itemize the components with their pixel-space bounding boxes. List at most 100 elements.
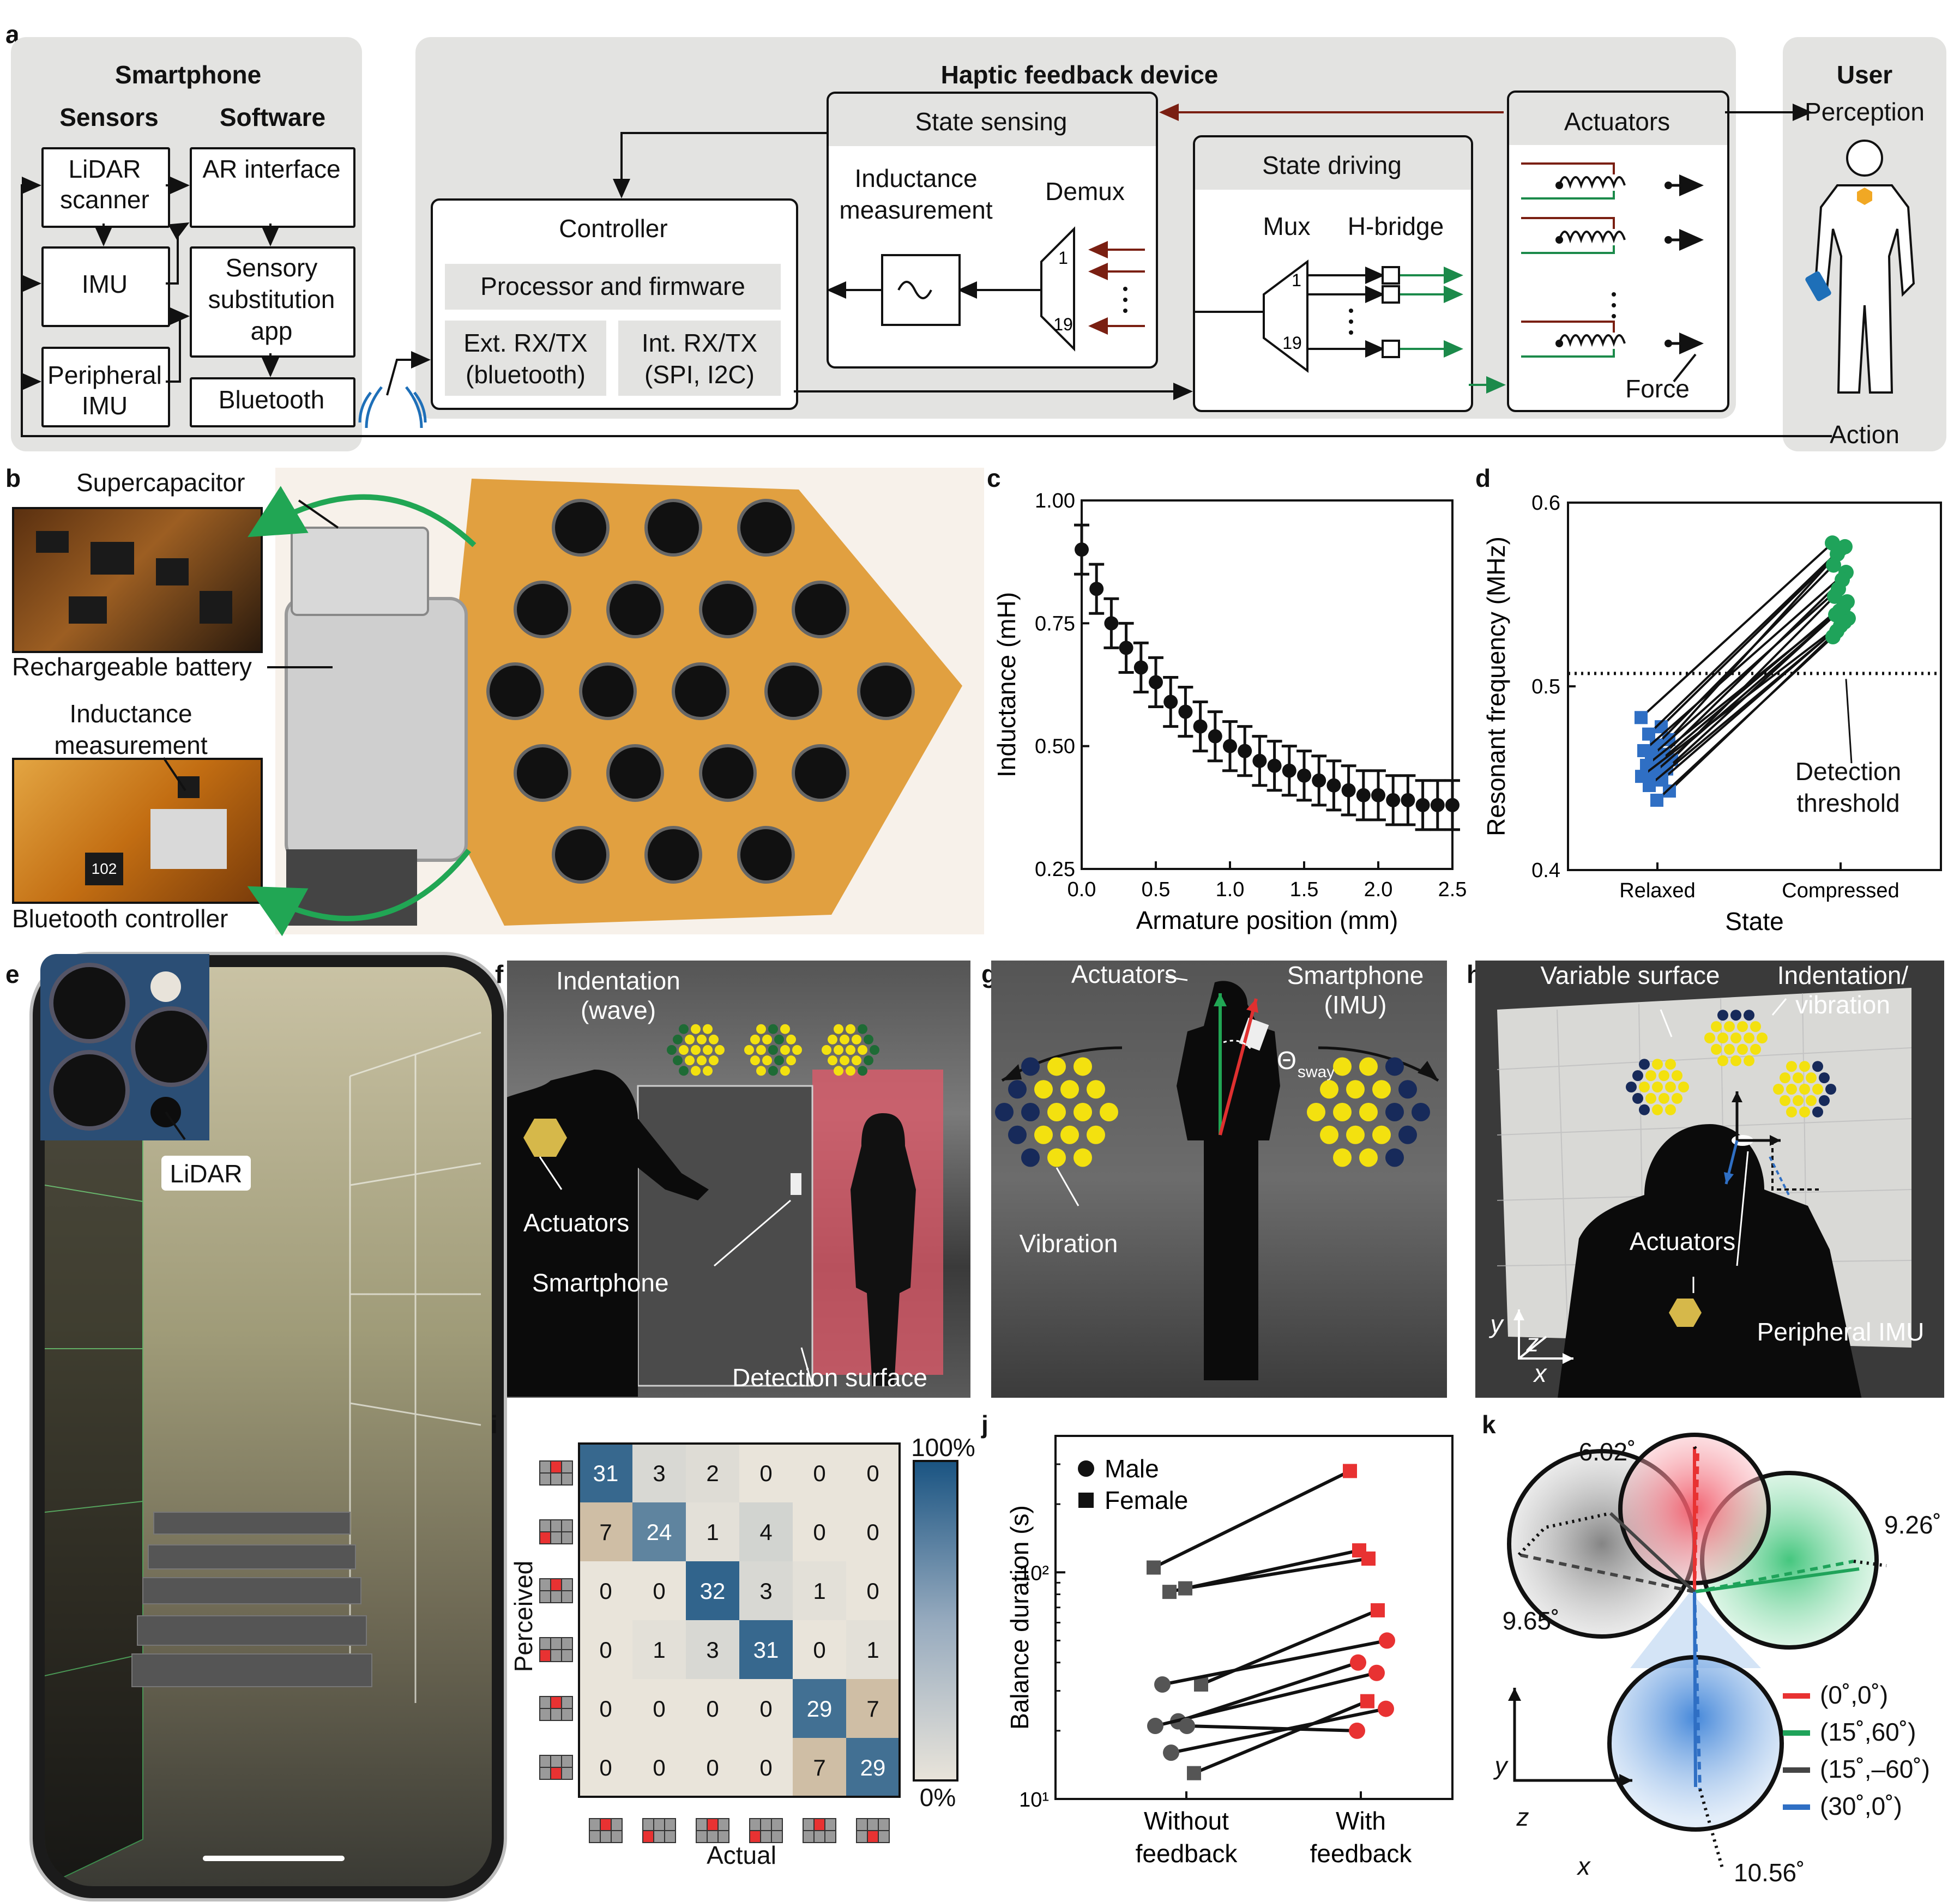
- g-dots-right: [1412, 1103, 1430, 1121]
- g-dots-right: [1307, 1103, 1325, 1121]
- g-dots-right: [1398, 1080, 1417, 1099]
- h-dots-2: [1704, 1032, 1715, 1043]
- c-point: [1386, 793, 1401, 807]
- h-dots-3: [1786, 1106, 1797, 1118]
- i-cell-value: 0: [653, 1578, 665, 1604]
- i-cell-value: 3: [653, 1460, 665, 1486]
- h-dots-1: [1639, 1059, 1650, 1070]
- bluetooth-label: Bluetooth: [218, 385, 325, 414]
- j-with-point: [1379, 1632, 1395, 1649]
- j-legend-male: Male: [1105, 1454, 1159, 1483]
- h-actuators-label: Actuators: [1629, 1227, 1736, 1255]
- h-dots-1: [1626, 1082, 1637, 1092]
- g-dots-left: [1008, 1125, 1027, 1144]
- h-dots-3: [1773, 1084, 1784, 1095]
- j-without-point: [1178, 1581, 1192, 1596]
- state-sensing-title: State sensing: [915, 107, 1068, 136]
- h-dots-1: [1665, 1104, 1676, 1115]
- d-ylabel: Resonant frequency (MHz): [1482, 536, 1510, 836]
- j-ylabel: Balance duration (s): [1005, 1505, 1034, 1730]
- f-dots-1: [703, 1066, 713, 1076]
- g-dots-left: [1087, 1125, 1105, 1144]
- h-dots-2: [1724, 1021, 1735, 1032]
- h-dots-2: [1737, 1043, 1748, 1055]
- i-frame: [578, 1442, 901, 1798]
- f-dots-3: [834, 1066, 843, 1076]
- j-without-point: [1179, 1718, 1195, 1735]
- j-xtick-label: Without: [1144, 1807, 1229, 1835]
- f-dots-3: [858, 1066, 867, 1076]
- j-xtick-label: With: [1336, 1807, 1386, 1835]
- f-detection-label: Detection surface: [732, 1363, 927, 1392]
- i-row-glyph: [561, 1767, 573, 1780]
- i-row-glyph: [561, 1590, 573, 1603]
- i-cell: [686, 1444, 739, 1502]
- d-pair-line: [1641, 617, 1849, 777]
- i-cell-value: 1: [866, 1637, 879, 1663]
- g-dots-left: [1060, 1080, 1079, 1099]
- c-point: [1208, 729, 1222, 744]
- mux-label: Mux: [1263, 212, 1311, 240]
- i-cell-value: 31: [753, 1637, 779, 1663]
- f-dots-1: [673, 1034, 683, 1044]
- panel-label-b: b: [5, 464, 21, 492]
- g-dots-right: [1346, 1080, 1365, 1099]
- i-cell-value: 4: [759, 1519, 772, 1545]
- h-dots-1: [1652, 1059, 1663, 1070]
- f-dots-1: [697, 1034, 707, 1044]
- j-with-point: [1360, 1694, 1374, 1708]
- smartphone-title: Smartphone: [114, 61, 262, 89]
- phone-camera-inset: [40, 954, 209, 1140]
- h-indent-label: Indentation/ vibration: [1777, 961, 1909, 1019]
- i-cell-value: 0: [759, 1755, 772, 1780]
- f-dots-2: [774, 1034, 784, 1044]
- g-dots-left: [995, 1103, 1014, 1121]
- g-dots-left: [1021, 1103, 1040, 1121]
- d-compressed-point: [1826, 557, 1841, 573]
- i-cell: [686, 1561, 739, 1620]
- c-point: [1193, 719, 1208, 734]
- f-dots-2: [762, 1034, 772, 1044]
- colorbar-top-label: 100%: [911, 1433, 975, 1462]
- i-cell-value: 7: [866, 1696, 879, 1722]
- i-cell: [579, 1502, 632, 1561]
- f-dots-2: [768, 1045, 778, 1055]
- f-dots-1: [709, 1034, 719, 1044]
- imu-label: IMU: [81, 270, 128, 298]
- h-dots-1: [1665, 1082, 1676, 1092]
- d-relaxed-point: [1642, 727, 1655, 741]
- f-dots-2: [750, 1034, 760, 1044]
- panel-label-f: f: [495, 960, 504, 988]
- actuators-header: [1509, 93, 1727, 145]
- haptic-device-photo: [275, 468, 984, 934]
- h-dots-2: [1750, 1043, 1761, 1055]
- f-dots-1: [685, 1055, 695, 1066]
- g-dots-right: [1320, 1125, 1338, 1144]
- g-dots-right: [1346, 1125, 1365, 1144]
- i-cell-value: 0: [599, 1755, 612, 1780]
- g-vibration-label: Vibration: [1019, 1229, 1118, 1258]
- h-dots-2: [1737, 1021, 1748, 1032]
- j-ytick-label: 10¹: [1019, 1789, 1049, 1812]
- h-dots-3: [1799, 1061, 1810, 1072]
- j-ytick-label: 10²: [1019, 1562, 1049, 1585]
- g-dots-right: [1359, 1103, 1378, 1121]
- c-ytick-label: 0.50: [1035, 735, 1075, 758]
- c-ytick-label: 0.75: [1035, 612, 1075, 635]
- legend-item-3: (15˚,–60˚): [1820, 1755, 1930, 1783]
- f-dots-3: [846, 1045, 855, 1055]
- k-y-label: y: [1494, 1752, 1507, 1780]
- f-dots-2: [786, 1034, 796, 1044]
- j-with-point: [1349, 1722, 1365, 1739]
- peripheral-imu-label: Peripheral IMU: [47, 361, 162, 420]
- d-pair-line: [1648, 547, 1842, 735]
- j-legend-marker-male: [1078, 1460, 1094, 1477]
- h-dots-3: [1819, 1072, 1830, 1084]
- h-dots-1: [1659, 1092, 1669, 1104]
- i-cell-value: 29: [807, 1696, 833, 1722]
- g-dots-right: [1385, 1148, 1404, 1167]
- j-without-point: [1147, 1560, 1161, 1575]
- c-xtick-label: 0.0: [1068, 878, 1096, 901]
- legend-item-4: (30˚,0˚): [1820, 1792, 1902, 1820]
